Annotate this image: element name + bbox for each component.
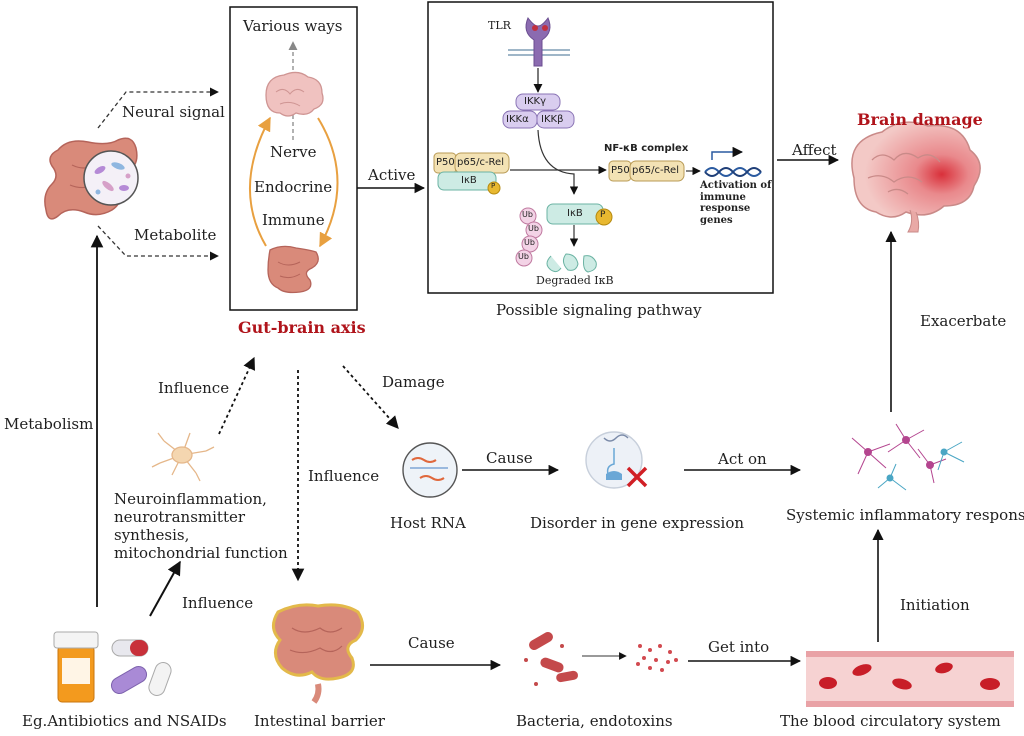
immune-label: Immune bbox=[262, 211, 325, 229]
metabolism-label: Metabolism bbox=[4, 415, 94, 433]
active-label: Active bbox=[368, 166, 416, 184]
p65-shape-right bbox=[629, 160, 685, 182]
intestinal-barrier-label: Intestinal barrier bbox=[254, 712, 385, 730]
gut-brain-box bbox=[229, 6, 358, 311]
ikb-label-mid: IκB bbox=[567, 208, 583, 219]
intestine-small-icon bbox=[267, 245, 319, 294]
act-on-label: Act on bbox=[718, 450, 767, 468]
nerve-label: Nerve bbox=[270, 143, 317, 161]
influence-bottom-label: Influence bbox=[182, 594, 254, 612]
ikk-beta-label: IKKβ bbox=[541, 114, 564, 125]
ubiquitin-chain-icon bbox=[515, 207, 543, 267]
host-rna-icon bbox=[402, 442, 458, 498]
neural-signal-arrow bbox=[97, 87, 219, 129]
tlr-label: TLR bbox=[488, 19, 511, 32]
ikb-shape-left bbox=[437, 171, 497, 191]
damaged-brain-icon bbox=[851, 121, 981, 233]
cause-top-label: Cause bbox=[486, 449, 533, 467]
p65-label-left: p65/c-Rel bbox=[457, 157, 504, 168]
disorder-label: Disorder in gene expression bbox=[530, 514, 745, 532]
influence-mid-label: Influence bbox=[308, 467, 380, 485]
neural-signal-label: Neural signal bbox=[122, 103, 225, 121]
degraded-ikb-icon bbox=[546, 253, 597, 273]
intestine-microbiome-icon bbox=[44, 137, 139, 220]
neuron-icon bbox=[151, 432, 215, 482]
initiation-label: Initiation bbox=[900, 596, 970, 614]
p65-label-right: p65/c-Rel bbox=[632, 165, 679, 176]
p50-label-right: P50 bbox=[611, 165, 630, 176]
endotoxin-dots-icon bbox=[636, 644, 678, 672]
pathway-box bbox=[427, 1, 774, 294]
intestinal-barrier-icon bbox=[272, 603, 364, 704]
ikk-gamma-shape bbox=[515, 93, 561, 111]
ikk-alpha-label: IKKα bbox=[506, 114, 529, 125]
bacteria-label: Bacteria, endotoxins bbox=[516, 712, 673, 730]
systemic-label: Systemic inflammatory response bbox=[786, 506, 1024, 524]
drugs-label: Eg.Antibiotics and NSAIDs bbox=[22, 712, 227, 730]
bacteria-icon bbox=[524, 632, 578, 686]
ub-label-3: Ub bbox=[524, 238, 535, 247]
ikk-to-ikb-curve bbox=[537, 129, 579, 195]
metabolite-label: Metabolite bbox=[134, 226, 217, 244]
dna-helix-icon bbox=[704, 146, 762, 177]
drugs-influence-arrow bbox=[149, 560, 181, 617]
cause-bottom-label: Cause bbox=[408, 634, 455, 652]
phospho-dot-mid bbox=[595, 208, 613, 226]
nfkb-complex-label: NF-κB complex bbox=[604, 143, 689, 154]
damage-arrow bbox=[342, 365, 399, 429]
tlr-receptor-icon bbox=[525, 17, 551, 67]
gut-brain-axis-title: Gut-brain axis bbox=[238, 318, 366, 337]
cycle-arrow-right bbox=[317, 117, 339, 248]
ub-label-1: Ub bbox=[522, 210, 533, 219]
cycle-arrow-left bbox=[249, 116, 271, 247]
host-rna-label: Host RNA bbox=[390, 514, 466, 532]
gene-disorder-icon bbox=[585, 431, 648, 489]
blood-vessel-icon bbox=[806, 651, 1014, 707]
phospho-dot-left bbox=[487, 181, 501, 195]
affect-label: Affect bbox=[792, 141, 837, 159]
neuro-text-label: Neuroinflammation, neurotransmitter synt… bbox=[114, 490, 288, 562]
pathway-caption: Possible signaling pathway bbox=[496, 301, 702, 319]
degraded-ikb-label: Degraded IκB bbox=[536, 274, 614, 287]
inflammatory-cells-icon bbox=[851, 423, 965, 491]
drugs-icon bbox=[53, 631, 172, 703]
ikk-gamma-label: IKKγ bbox=[524, 96, 546, 107]
phospho-label-left: P bbox=[491, 182, 496, 190]
influence-top-label: Influence bbox=[158, 379, 230, 397]
get-into-label: Get into bbox=[708, 638, 770, 656]
various-ways-label: Various ways bbox=[243, 17, 343, 35]
blood-label: The blood circulatory system bbox=[780, 712, 1001, 730]
endocrine-label: Endocrine bbox=[254, 178, 333, 196]
brain-damage-title: Brain damage bbox=[857, 110, 983, 129]
ub-label-4: Ub bbox=[518, 252, 529, 261]
brain-small-icon bbox=[265, 71, 324, 117]
ub-label-2: Ub bbox=[528, 224, 539, 233]
phospho-label-mid: P bbox=[600, 210, 606, 220]
exacerbate-label: Exacerbate bbox=[920, 312, 1007, 330]
p50-label-left: P50 bbox=[436, 157, 455, 168]
activation-label: Activation of immune response genes bbox=[700, 180, 772, 226]
influence-to-axis-arrow bbox=[218, 356, 255, 435]
damage-label: Damage bbox=[382, 373, 445, 391]
ikk-beta-shape bbox=[536, 110, 575, 129]
ikb-label-left: IκB bbox=[461, 175, 477, 186]
